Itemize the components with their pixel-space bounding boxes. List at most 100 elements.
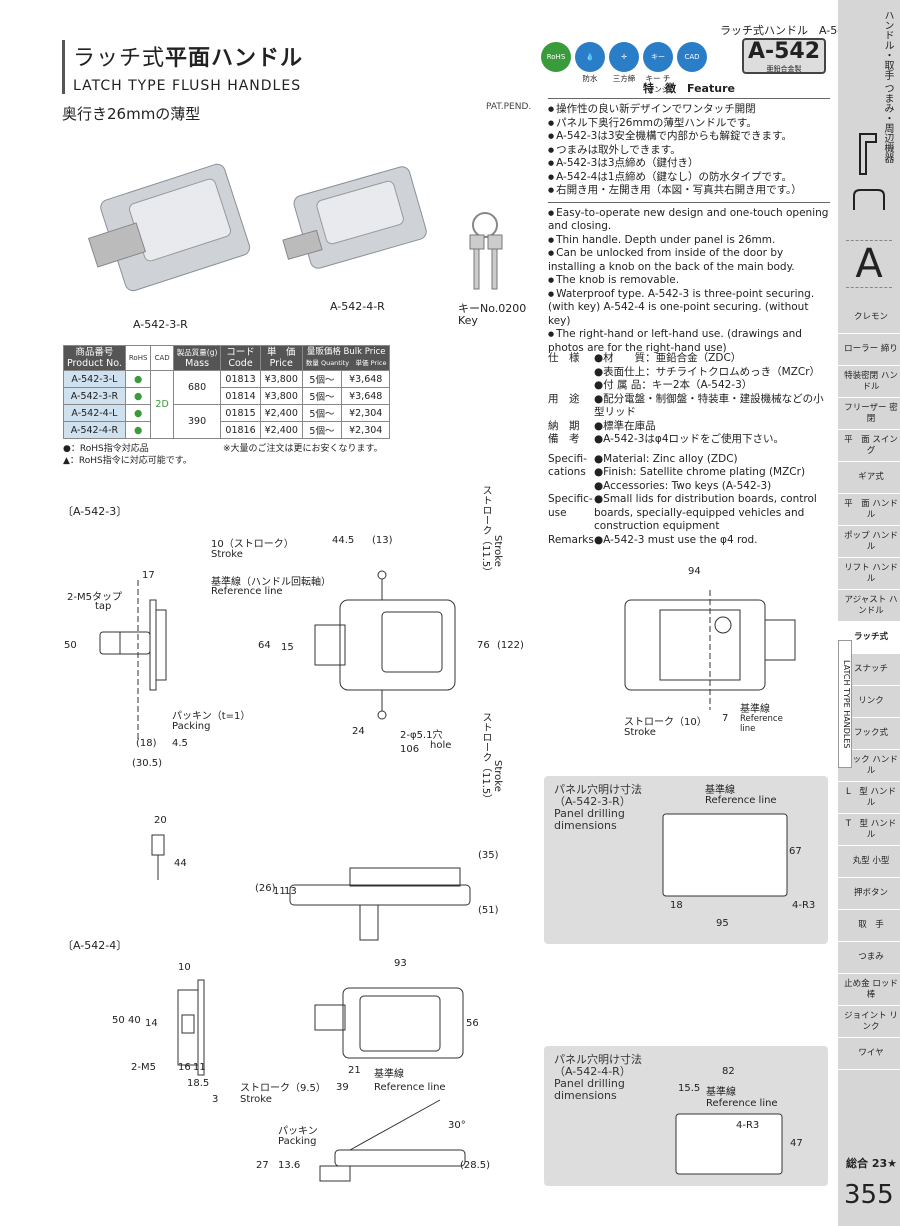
dim-label: 13.6 <box>278 1160 301 1171</box>
page-breadcrumb: ラッチ式ハンドル A-542 <box>720 24 852 37</box>
key-change-icon: キー <box>643 42 673 72</box>
dim-label: 16 <box>178 1062 191 1073</box>
col-rohs: RoHS <box>124 345 152 371</box>
table-note: ※大量のご注文は更にお安くなります。 <box>223 444 383 454</box>
sidebar-item[interactable]: リンク <box>838 686 900 718</box>
sidebar-item[interactable]: 取 手 <box>838 910 900 942</box>
sidebar-vertical-label: LATCH TYPE HANDLES <box>838 640 852 768</box>
dim-label: Reference line <box>374 1082 446 1093</box>
dim-label: (51) <box>478 905 499 916</box>
sidebar-total: 総合 23★ <box>846 1157 897 1170</box>
sidebar-item[interactable]: アジャスト ハンドル <box>838 590 900 622</box>
header-text: RoHS <box>128 353 148 362</box>
sidebar-item[interactable]: スナッチ <box>838 654 900 686</box>
photo-label: A-542-3-R <box>133 318 188 331</box>
drawing-a5424-section <box>319 1099 466 1182</box>
dim-label: 4.5 <box>172 738 188 749</box>
sidebar-letter: A <box>846 240 892 288</box>
sidebar-item[interactable]: クレモン <box>838 302 900 334</box>
panel-title: パネル穴明け寸法 （A-542-3-R） Panel drilling dime… <box>554 784 642 832</box>
dim-label: 17 <box>142 570 155 581</box>
feature-item: つまみは取外しできます。 <box>548 144 830 158</box>
three-point-icon: ✛ <box>609 42 639 72</box>
header-text: 単価 Price <box>355 359 387 367</box>
table-notes: ●：RoHS指令対応品 ▲：RoHS指令に対応可能です。 ※大量のご注文は更にお… <box>63 443 383 467</box>
feature-item: Waterproof type. A-542-3 is three-point … <box>548 288 830 329</box>
spec-row: 仕 様●材 質：亜鉛合金（ZDC）●表面仕上：サチライトクロムめっき（MZCr）… <box>548 352 830 393</box>
dim-label: 2-M5 <box>131 1062 156 1073</box>
panel-title-jp: パネル穴明け寸法 <box>554 1053 642 1066</box>
dim-label: 10（ストローク） <box>211 539 294 550</box>
spec-value: ●表面仕上：サチライトクロムめっき（MZCr） <box>594 365 821 378</box>
drawing-a5423 <box>99 570 471 941</box>
sidebar-item[interactable]: ローラー 締り <box>838 334 900 366</box>
sidebar-item[interactable]: 平 面 スイング <box>838 430 900 462</box>
photo-label: Key <box>458 314 478 327</box>
spec-key: 仕 様 <box>548 352 580 364</box>
sidebar-item[interactable]: 押ボタン <box>838 878 900 910</box>
panel-title: パネル穴明け寸法 （A-542-4-R） Panel drilling dime… <box>554 1054 642 1102</box>
spec-key: 納 期 <box>548 419 580 432</box>
sidebar-item[interactable]: 特装密閉 ハンドル <box>838 366 900 398</box>
feature-item: Can be unlocked from inside of the door … <box>548 247 830 274</box>
cell-price: ¥2,400 <box>259 404 303 422</box>
waterproof-icon: 💧 <box>575 42 605 72</box>
sidebar-item[interactable]: 平 面 ハンドル <box>838 494 900 526</box>
page-number: 355 <box>844 1180 894 1210</box>
header-text: 製品質量(g) <box>176 348 218 357</box>
cell-cad: 2D <box>150 370 174 439</box>
sidebar-item[interactable]: 止め金 ロッド棒 <box>838 974 900 1006</box>
dim-label: Packing <box>278 1136 317 1147</box>
sidebar-item[interactable]: ワイヤ <box>838 1038 900 1070</box>
dim-label: (13) <box>372 535 393 546</box>
table-row: A-542-3-L ● 2D 680 01813 ¥3,800 5個～ ¥3,6… <box>63 370 391 439</box>
sidebar-item[interactable]: リフト ハンドル <box>838 558 900 590</box>
sidebar-item[interactable]: ジョイント リンク <box>838 1006 900 1038</box>
dim-label: 44.5 <box>332 535 355 546</box>
panel-title-en: dimensions <box>554 1089 617 1102</box>
model-box: A-542 亜鉛合金製 <box>742 38 826 74</box>
sidebar-item[interactable]: フック式 <box>838 718 900 750</box>
spec-row: Specifi-cations●Material: Zinc alloy (ZD… <box>548 453 830 494</box>
title-block: ラッチ式平面ハンドル LATCH TYPE FLUSH HANDLES <box>62 40 303 94</box>
dim-label: 50 <box>112 1015 125 1026</box>
spec-value: ●Small lids for distribution boards, con… <box>594 493 817 532</box>
sidebar-item[interactable]: ギア式 <box>838 462 900 494</box>
sidebar-item[interactable]: T 型 ハンドル <box>838 814 900 846</box>
dim-label: 4-R3 <box>792 900 816 911</box>
feature-item: パネル下奥行26mmの薄型ハンドルです。 <box>548 117 830 131</box>
features-jp-list: 操作性の良い新デザインでワンタッチ開閉 パネル下奥行26mmの薄型ハンドルです。… <box>548 103 830 198</box>
spec-key: Specific-use <box>548 493 593 519</box>
table-row: A-542-4-R ● 01816 ¥2,400 5個～ ¥2,304 <box>63 421 391 439</box>
subtitle: 奥行き26mmの薄型 <box>62 105 201 123</box>
cell-code: 01813 <box>220 370 261 388</box>
badge-label: 防水 <box>582 74 598 83</box>
spec-value: ●A-542-3はφ4ロッドをご使用下さい。 <box>594 433 785 445</box>
sidebar-item[interactable]: つまみ <box>838 942 900 974</box>
photo-label: A-542-4-R <box>330 300 385 313</box>
sidebar-item[interactable]: ロック ハンドル <box>838 750 900 782</box>
dim-label: 18 <box>670 900 683 911</box>
dim-label: 93 <box>394 958 407 969</box>
dim-label: 15 <box>281 642 294 653</box>
dim-label: 2-M5タップ <box>67 592 122 603</box>
panel-title-jp: パネル穴明け寸法 <box>554 783 642 796</box>
dim-label: tap <box>95 601 112 612</box>
header-text: 量販価格 Bulk Price <box>306 347 386 357</box>
dim-label: 56 <box>466 1018 479 1029</box>
panel-title-model: （A-542-3-R） <box>554 795 631 808</box>
dim-label: ストローク（11.5） <box>480 712 491 805</box>
sidebar-item[interactable]: 丸型 小型 <box>838 846 900 878</box>
sidebar-item[interactable]: フリーザー 密 閉 <box>838 398 900 430</box>
sidebar-item[interactable]: ポップ ハンドル <box>838 526 900 558</box>
dim-label: 94 <box>688 566 701 577</box>
spec-value: ●Accessories: Two keys (A-542-3) <box>594 479 772 492</box>
photo-a5424r <box>282 166 427 269</box>
sidebar-item[interactable]: L 型 ハンドル <box>838 782 900 814</box>
spec-key: 備 考 <box>548 433 580 445</box>
cell-rohs: ● <box>124 387 152 405</box>
